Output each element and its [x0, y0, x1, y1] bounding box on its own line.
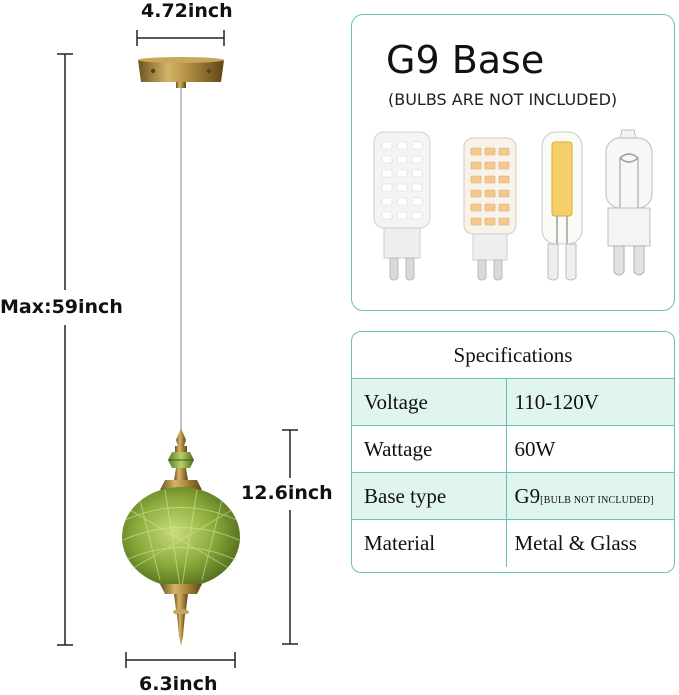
specifications-table: Voltage 110-120V Wattage 60W Base type G…	[352, 378, 674, 567]
shade-width-dimension	[125, 652, 236, 668]
table-row: Wattage 60W	[352, 425, 674, 473]
spec-value-text: G9	[514, 483, 541, 508]
table-row: Voltage 110-120V	[352, 378, 674, 426]
g9-bulbs-illustration	[373, 129, 653, 281]
canopy-width-dimension	[136, 30, 225, 46]
g9-base-title: G9 Base	[386, 38, 545, 82]
pendant-body	[122, 428, 240, 646]
spec-value: 60W	[506, 425, 674, 473]
lamp-diagram	[57, 30, 298, 668]
spec-key: Wattage	[352, 425, 507, 473]
specifications-card: Specifications Voltage 110-120V Wattage …	[351, 331, 675, 573]
led-corn-bulb-warm-icon	[463, 137, 517, 281]
spec-key: Material	[352, 519, 507, 567]
shade-width-label: 6.3inch	[139, 673, 218, 695]
spec-value: 110-120V	[506, 378, 674, 426]
spec-value: Metal & Glass	[506, 519, 674, 567]
spec-key: Base type	[352, 472, 507, 520]
table-row: Material Metal & Glass	[352, 519, 674, 567]
canopy-width-label: 4.72inch	[141, 0, 233, 22]
table-row: Base type G9[BULB NOT INCLUDED]	[352, 472, 674, 520]
overall-height-dimension	[57, 53, 73, 646]
halogen-g9-bulb-icon	[605, 129, 653, 276]
ceiling-canopy	[138, 57, 224, 88]
overall-height-label: Max:59inch	[0, 296, 123, 318]
shade-height-label: 12.6inch	[241, 482, 333, 504]
g9-base-subtitle: (BULBS ARE NOT INCLUDED)	[388, 90, 618, 109]
specifications-title: Specifications	[453, 343, 573, 367]
spec-key: Voltage	[352, 378, 507, 426]
led-corn-bulb-white-icon	[373, 131, 431, 281]
cob-g9-bulb-icon	[541, 131, 583, 281]
spec-value: G9[BULB NOT INCLUDED]	[506, 472, 674, 520]
spec-value-note: [BULB NOT INCLUDED]	[540, 494, 654, 506]
shade-height-dimension	[282, 429, 298, 645]
